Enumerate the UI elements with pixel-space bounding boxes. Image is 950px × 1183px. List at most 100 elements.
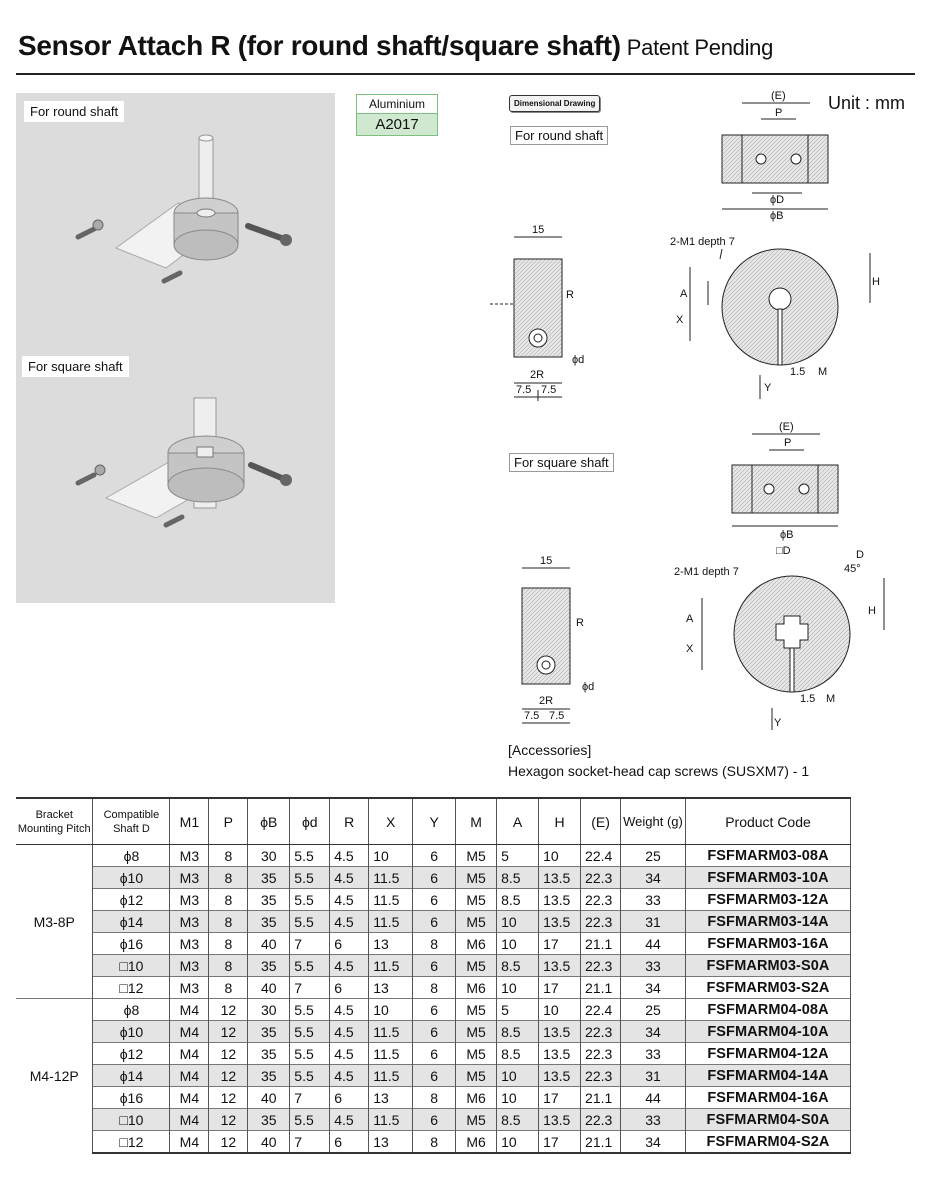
cell-y: 6 <box>412 1042 457 1065</box>
cell-weight: 33 <box>620 888 686 911</box>
cell-weight: 33 <box>620 954 686 977</box>
dim-7-5a-round: 7.5 <box>516 384 531 396</box>
table-header-row: Bracket Mounting Pitch Compatible Shaft … <box>16 797 852 845</box>
cell-shaft: ϕ8 <box>92 998 171 1021</box>
cell-r: 4.5 <box>329 954 370 977</box>
cell-b: 40 <box>247 1086 291 1109</box>
cell-p: 8 <box>208 954 249 977</box>
cell-m: M5 <box>455 888 498 911</box>
col-e: (E) <box>580 797 622 845</box>
material-grade: A2017 <box>356 113 438 136</box>
cell-a: 10 <box>496 932 540 955</box>
dim-phid-round: ϕd <box>572 354 584 366</box>
cell-m: M5 <box>455 910 498 933</box>
cell-y: 8 <box>412 1086 457 1109</box>
cell-h: 17 <box>538 1130 582 1154</box>
dim-7-5b-square: 7.5 <box>549 710 564 722</box>
cell-e: 21.1 <box>580 976 622 999</box>
cell-weight: 25 <box>620 998 686 1021</box>
square-shaft-assembly-image <box>75 397 292 528</box>
cell-m: M5 <box>455 1042 498 1065</box>
title-subtitle: Patent Pending <box>626 35 774 60</box>
dimensional-drawing-badge: Dimensional Drawing <box>509 95 601 112</box>
cell-m: M6 <box>455 1086 498 1109</box>
cell-weight: 34 <box>620 1130 686 1154</box>
cell-m1: M4 <box>169 1020 210 1043</box>
cell-r: 4.5 <box>329 844 370 867</box>
spec-table: Bracket Mounting Pitch Compatible Shaft … <box>16 797 852 1154</box>
cell-shaft: ϕ12 <box>92 888 171 911</box>
cell-m1: M3 <box>169 954 210 977</box>
cell-p: 8 <box>208 932 249 955</box>
dim-R-round: R <box>566 289 574 301</box>
title-text: Sensor Attach R (for round shaft/square … <box>18 30 621 61</box>
cell-a: 10 <box>496 1086 540 1109</box>
cell-y: 8 <box>412 1130 457 1154</box>
cell-r: 6 <box>329 976 370 999</box>
cell-weight: 44 <box>620 932 686 955</box>
cell-r: 4.5 <box>329 1108 370 1131</box>
col-p: P <box>208 797 249 845</box>
cell-h: 13.5 <box>538 910 582 933</box>
product-code-cell: FSFMARM03-14A <box>684 910 852 933</box>
product-code-cell: FSFMARM04-S0A <box>684 1108 852 1131</box>
cell-a: 8.5 <box>496 954 540 977</box>
col-r: R <box>329 797 370 845</box>
dimensional-drawing: (E) P ϕD ϕB 15 R 2R 7.5 7.5 ϕd 2-M1 dept <box>490 90 885 730</box>
cell-b: 40 <box>247 976 291 999</box>
cell-m: M5 <box>455 954 498 977</box>
cell-weight: 34 <box>620 1020 686 1043</box>
cell-p: 12 <box>208 1064 249 1087</box>
cell-e: 21.1 <box>580 1086 622 1109</box>
cell-d: 5.5 <box>289 998 331 1021</box>
pitch-cell: M4-12P <box>16 998 94 1153</box>
cell-shaft: □10 <box>92 954 171 977</box>
product-code-cell: FSFMARM03-S0A <box>684 954 852 977</box>
cell-m1: M4 <box>169 1086 210 1109</box>
cell-weight: 33 <box>620 1042 686 1065</box>
cell-e: 22.3 <box>580 910 622 933</box>
cell-x: 11.5 <box>368 1108 414 1131</box>
cell-shaft: ϕ16 <box>92 932 171 955</box>
cell-m1: M3 <box>169 844 210 867</box>
cell-b: 35 <box>247 1064 291 1087</box>
cell-b: 40 <box>247 932 291 955</box>
accessories-title: [Accessories] <box>508 742 592 758</box>
cell-h: 17 <box>538 932 582 955</box>
cell-h: 17 <box>538 976 582 999</box>
product-code-cell: FSFMARM03-S2A <box>684 976 852 999</box>
cell-weight: 31 <box>620 1064 686 1087</box>
cell-r: 4.5 <box>329 910 370 933</box>
cell-m1: M4 <box>169 1108 210 1131</box>
cell-b: 35 <box>247 954 291 977</box>
cell-a: 8.5 <box>496 866 540 889</box>
cell-y: 6 <box>412 844 457 867</box>
cell-h: 13.5 <box>538 1108 582 1131</box>
product-code-cell: FSFMARM03-10A <box>684 866 852 889</box>
cell-b: 35 <box>247 866 291 889</box>
cell-a: 8.5 <box>496 1108 540 1131</box>
cell-x: 11.5 <box>368 888 414 911</box>
cell-r: 4.5 <box>329 888 370 911</box>
cell-a: 5 <box>496 998 540 1021</box>
dim-sqD-square: □D <box>776 545 791 557</box>
cell-p: 12 <box>208 998 249 1021</box>
cell-e: 22.4 <box>580 844 622 867</box>
cell-m1: M3 <box>169 866 210 889</box>
cell-y: 6 <box>412 998 457 1021</box>
dim-2R-round: 2R <box>530 369 544 381</box>
cell-p: 12 <box>208 1042 249 1065</box>
product-code-cell: FSFMARM03-16A <box>684 932 852 955</box>
cell-p: 8 <box>208 910 249 933</box>
cell-d: 7 <box>289 976 331 999</box>
cell-x: 13 <box>368 1130 414 1154</box>
cell-m1: M4 <box>169 1064 210 1087</box>
cell-e: 22.3 <box>580 888 622 911</box>
cell-b: 35 <box>247 1108 291 1131</box>
cell-h: 13.5 <box>538 954 582 977</box>
cell-h: 13.5 <box>538 1064 582 1087</box>
dim-P-square: P <box>784 437 791 449</box>
